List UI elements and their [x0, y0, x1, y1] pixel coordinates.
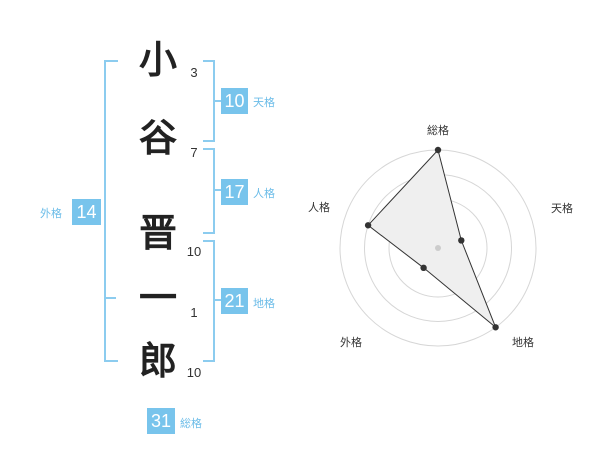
- name-char-2: 谷: [138, 116, 177, 160]
- radar-point-2: [458, 237, 465, 244]
- radar-center-dot: [435, 245, 441, 251]
- chikaku-connector: [215, 299, 221, 301]
- chikaku-badge: 21: [221, 288, 248, 314]
- jinkaku-connector: [215, 189, 221, 191]
- radar-shape: [367, 148, 497, 328]
- tenkaku-badge: 10: [221, 88, 248, 114]
- name-char-1: 小: [138, 38, 177, 82]
- jinkaku-bracket: [203, 148, 215, 234]
- radar-axis-label-chikaku: 地格: [512, 336, 534, 349]
- tenkaku-label: 天格: [253, 96, 275, 109]
- stroke-count-4: 1: [190, 305, 198, 320]
- stroke-count-1: 3: [190, 65, 198, 80]
- tenkaku-connector: [215, 100, 221, 102]
- tenkaku-bracket: [203, 60, 215, 142]
- gaikaku-bracket: [104, 60, 118, 362]
- stroke-count-2: 7: [190, 145, 198, 160]
- jinkaku-badge: 17: [221, 179, 248, 205]
- name-char-3: 晋: [138, 211, 177, 255]
- radar-point-5: [364, 222, 372, 229]
- chikaku-label: 地格: [253, 297, 275, 310]
- stroke-count-5: 10: [186, 365, 202, 380]
- fortune-radar-chart: [339, 146, 537, 347]
- jinkaku-label: 人格: [253, 187, 275, 200]
- radar-axis-label-soukaku: 総格: [427, 124, 449, 137]
- name-char-5: 郎: [138, 339, 177, 383]
- name-char-4: 一: [138, 276, 177, 320]
- gaikaku-bracket-split: [104, 297, 116, 299]
- radar-point-3: [492, 324, 499, 331]
- radar-point-4: [420, 264, 427, 272]
- radar-axis-label-gaikaku: 外格: [340, 336, 362, 349]
- radar-axis-label-tenkaku: 天格: [551, 202, 573, 215]
- soukaku-badge: 31: [147, 408, 175, 434]
- gaikaku-label: 外格: [40, 207, 62, 220]
- stroke-count-3: 10: [186, 244, 202, 259]
- radar-axis-label-jinkaku: 人格: [308, 201, 330, 214]
- gaikaku-badge: 14: [72, 199, 101, 225]
- radar-point-1: [434, 146, 442, 154]
- chikaku-bracket: [203, 240, 215, 362]
- soukaku-label: 総格: [180, 417, 202, 430]
